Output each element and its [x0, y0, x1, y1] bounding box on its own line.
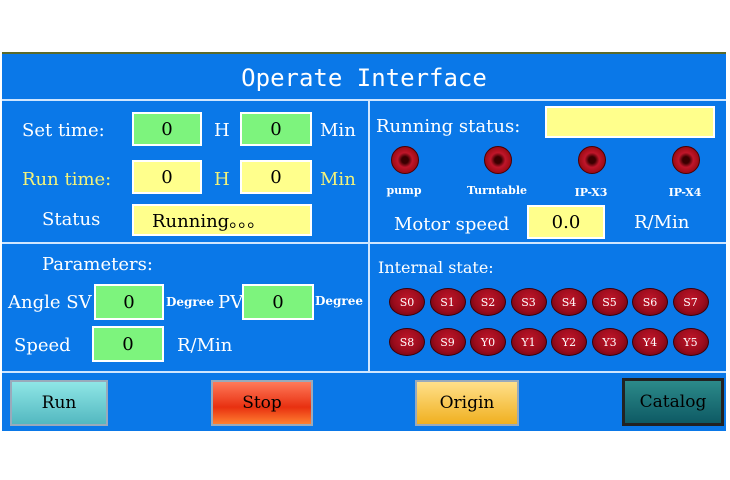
turntable-indicator-lamp [484, 146, 512, 174]
set-time-min-unit: Min [320, 120, 356, 141]
angle-sv-input[interactable]: 0 [94, 284, 164, 320]
internal-state-lamp-y4: Y4 [632, 328, 668, 356]
pump-lamp-label: pump [386, 184, 422, 197]
internal-state-lamp-s8: S8 [389, 328, 425, 356]
set-time-label: Set time: [22, 120, 105, 141]
run-time-hours-display: 0 [132, 160, 202, 194]
run-time-minutes-display: 0 [240, 160, 312, 194]
run-time-min-unit: Min [320, 169, 356, 190]
run-time-h-unit: H [214, 169, 230, 190]
divider-vertical [368, 99, 370, 371]
internal-state-lamp-y0: Y0 [470, 328, 506, 356]
origin-button[interactable]: Origin [415, 380, 519, 426]
angle-sv-degree-unit: Degree [166, 295, 215, 309]
internal-state-lamp-y1: Y1 [510, 328, 547, 356]
run-button[interactable]: Run [10, 380, 108, 426]
internal-state-lamp-s0: S0 [389, 288, 425, 316]
ipx3-lamp-label: IP-X3 [574, 186, 608, 199]
motor-speed-unit: R/Min [634, 212, 690, 233]
ipx3-indicator-lamp [578, 146, 606, 174]
run-time-label: Run time: [22, 169, 112, 190]
speed-input[interactable]: 0 [92, 326, 164, 362]
status-display: Running。。。 [132, 204, 312, 236]
ipx4-indicator-lamp [672, 146, 700, 174]
page-title: Operate Interface [241, 64, 487, 92]
internal-state-lamp-s4: S4 [551, 288, 587, 316]
pump-indicator-lamp [391, 146, 419, 174]
stop-button[interactable]: Stop [211, 380, 313, 426]
internal-state-lamp-s1: S1 [429, 288, 466, 316]
operate-screen: Operate Interface Set time: 0 H 0 Min Ru… [2, 52, 726, 431]
motor-speed-label: Motor speed [394, 214, 510, 235]
internal-state-lamp-s5: S5 [591, 288, 628, 316]
speed-unit: R/Min [177, 335, 233, 356]
divider-top [2, 99, 726, 101]
internal-state-lamp-s6: S6 [632, 288, 668, 316]
internal-state-lamp-s9: S9 [429, 328, 466, 356]
internal-state-lamp-y3: Y3 [591, 328, 628, 356]
internal-state-lamp-y5: Y5 [672, 328, 709, 356]
angle-sv-label: Angle SV [8, 292, 92, 313]
internal-state-lamp-s2: S2 [470, 288, 506, 316]
pv-display: 0 [242, 284, 314, 320]
running-status-display [545, 106, 715, 138]
parameters-label: Parameters: [42, 254, 153, 275]
catalog-button[interactable]: Catalog [622, 378, 724, 426]
set-time-minutes-input[interactable]: 0 [240, 112, 312, 146]
internal-state-lamp-y2: Y2 [551, 328, 587, 356]
status-label: Status [42, 209, 101, 230]
internal-state-lamp-s7: S7 [672, 288, 709, 316]
motor-speed-display: 0.0 [527, 205, 605, 239]
internal-state-label: Internal state: [378, 258, 494, 277]
pv-label: PV [218, 292, 244, 313]
set-time-hours-input[interactable]: 0 [132, 112, 202, 146]
divider-middle [2, 242, 726, 244]
pv-degree-unit: Degree [315, 294, 364, 308]
internal-state-lamp-s3: S3 [510, 288, 547, 316]
running-status-label: Running status: [376, 116, 521, 137]
ipx4-lamp-label: IP-X4 [668, 186, 702, 199]
speed-label: Speed [14, 335, 71, 356]
turntable-lamp-label: Turntable [466, 184, 528, 197]
divider-bottom [2, 371, 726, 373]
set-time-h-unit: H [214, 120, 230, 141]
